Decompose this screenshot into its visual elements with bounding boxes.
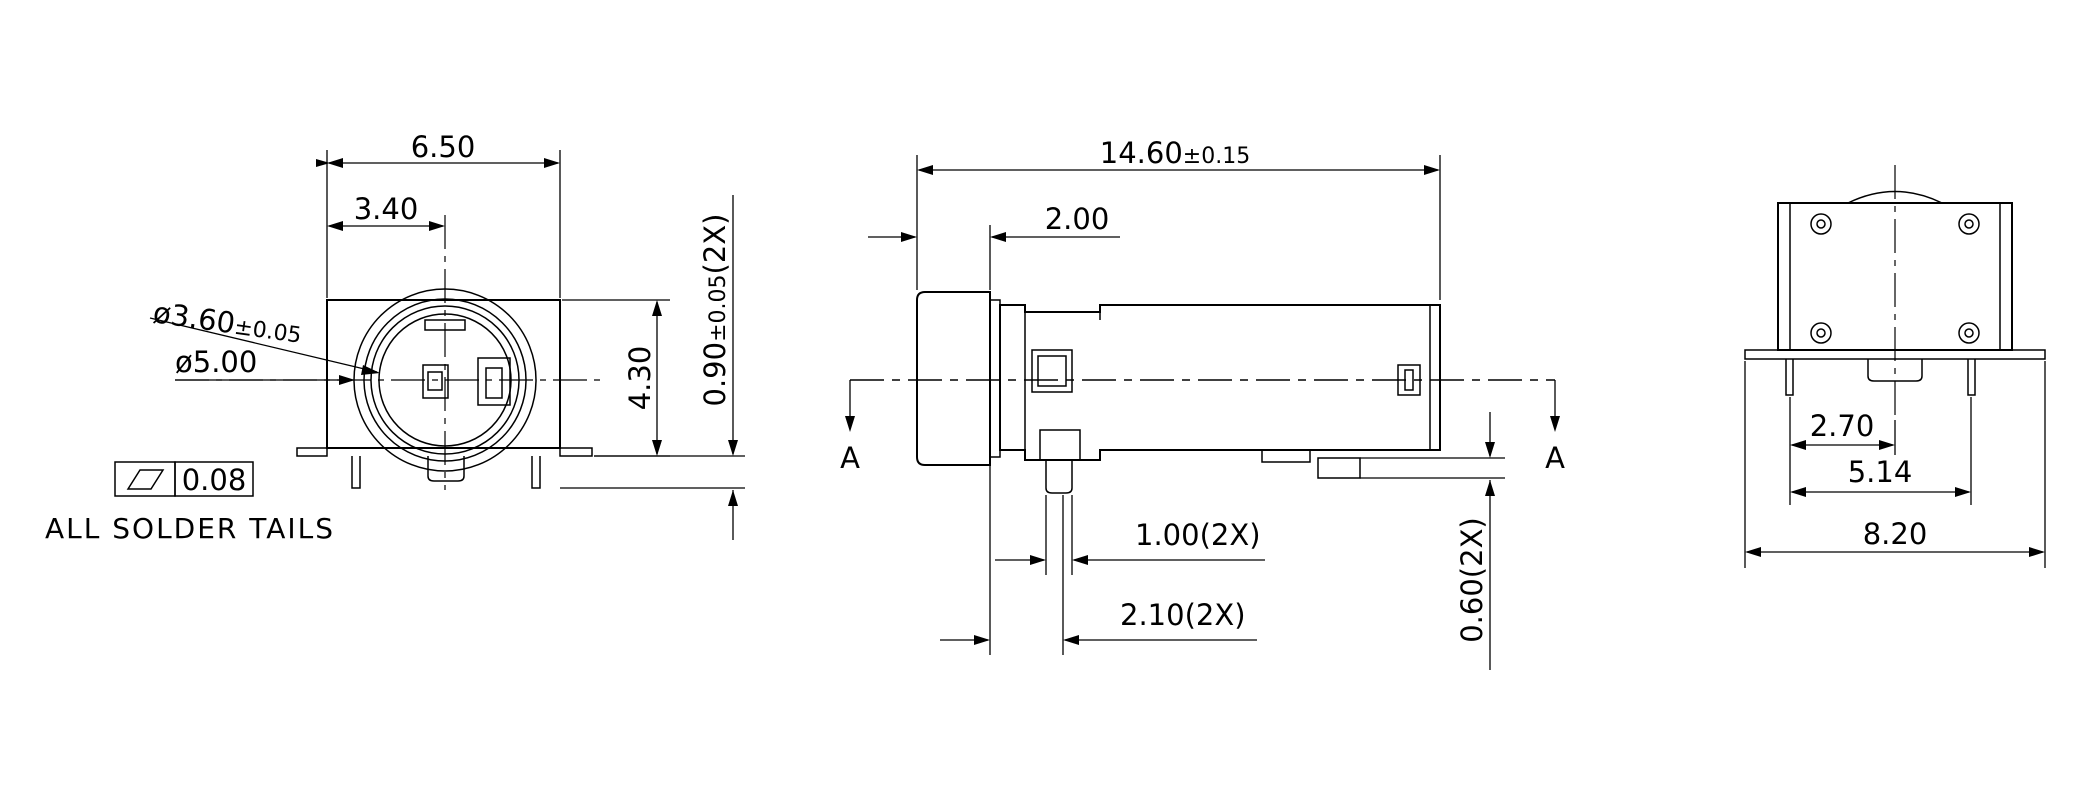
svg-text:0.90±0.05(2X): 0.90±0.05(2X) [698, 214, 732, 407]
tail-width-label: 1.00(2X) [1135, 518, 1261, 552]
dim-0-90: 0.90±0.05(2X) [560, 195, 745, 540]
flatness-icon [126, 469, 165, 490]
side-view: A A 14.60±0.15 2.00 [840, 136, 1565, 670]
front-width-label: 6.50 [411, 130, 476, 164]
dim-2-10: 2.10(2X) [940, 465, 1257, 655]
tail-clear-tol: ±0.05 [706, 274, 731, 341]
svg-text:14.60±0.15: 14.60±0.15 [1100, 136, 1250, 170]
side-housing [916, 291, 1441, 494]
dim-8-20: 8.20 [1744, 361, 2046, 568]
dim-14-60: 14.60±0.15 [916, 136, 1441, 300]
section-label-right: A [1545, 441, 1565, 475]
dim-5-14: 5.14 [1790, 397, 1972, 505]
pin-inner-label: 2.70 [1810, 409, 1875, 443]
dim-3-40: 3.40 [327, 192, 445, 231]
front-view: 6.50 3.40 ø3.60±0.05 ø5.00 [45, 130, 745, 545]
dim-0-60: 0.60(2X) [1360, 412, 1505, 670]
svg-text:ø3.60±0.05: ø3.60±0.05 [151, 295, 304, 350]
flatness-value: 0.08 [182, 463, 247, 497]
flatness-frame: 0.08 ALL SOLDER TAILS [45, 461, 335, 545]
tail-height-label: 0.60(2X) [1455, 517, 1489, 643]
dim-2-00: 2.00 [868, 202, 1120, 290]
tail-clear-main: 0.90 [698, 342, 732, 407]
section-label-left: A [840, 441, 860, 475]
tail-clear-suffix: (2X) [698, 214, 732, 275]
dia-inner-tol: ±0.05 [233, 315, 303, 349]
flatness-note: ALL SOLDER TAILS [45, 512, 335, 545]
dim-1-00: 1.00(2X) [995, 495, 1265, 575]
end-view: 2.70 5.14 8.20 [1744, 165, 2046, 568]
cap-length-label: 2.00 [1045, 202, 1110, 236]
dia-inner-main: ø3.60 [151, 295, 237, 340]
front-half-width-label: 3.40 [354, 192, 419, 226]
tail-offset-label: 2.10(2X) [1120, 598, 1246, 632]
dim-2-70: 2.70 [1789, 397, 1896, 505]
dim-4-30: 4.30 [562, 299, 670, 457]
pin-outer-label: 5.14 [1848, 455, 1913, 489]
end-width-label: 8.20 [1863, 517, 1928, 551]
dim-6-50: 6.50 [316, 130, 561, 298]
front-height-label: 4.30 [623, 346, 657, 411]
dia-outer-label: ø5.00 [175, 345, 257, 379]
dim-dia-5-00: ø5.00 [175, 345, 355, 385]
length-tol: ±0.15 [1183, 144, 1250, 169]
length-main: 14.60 [1100, 136, 1183, 170]
